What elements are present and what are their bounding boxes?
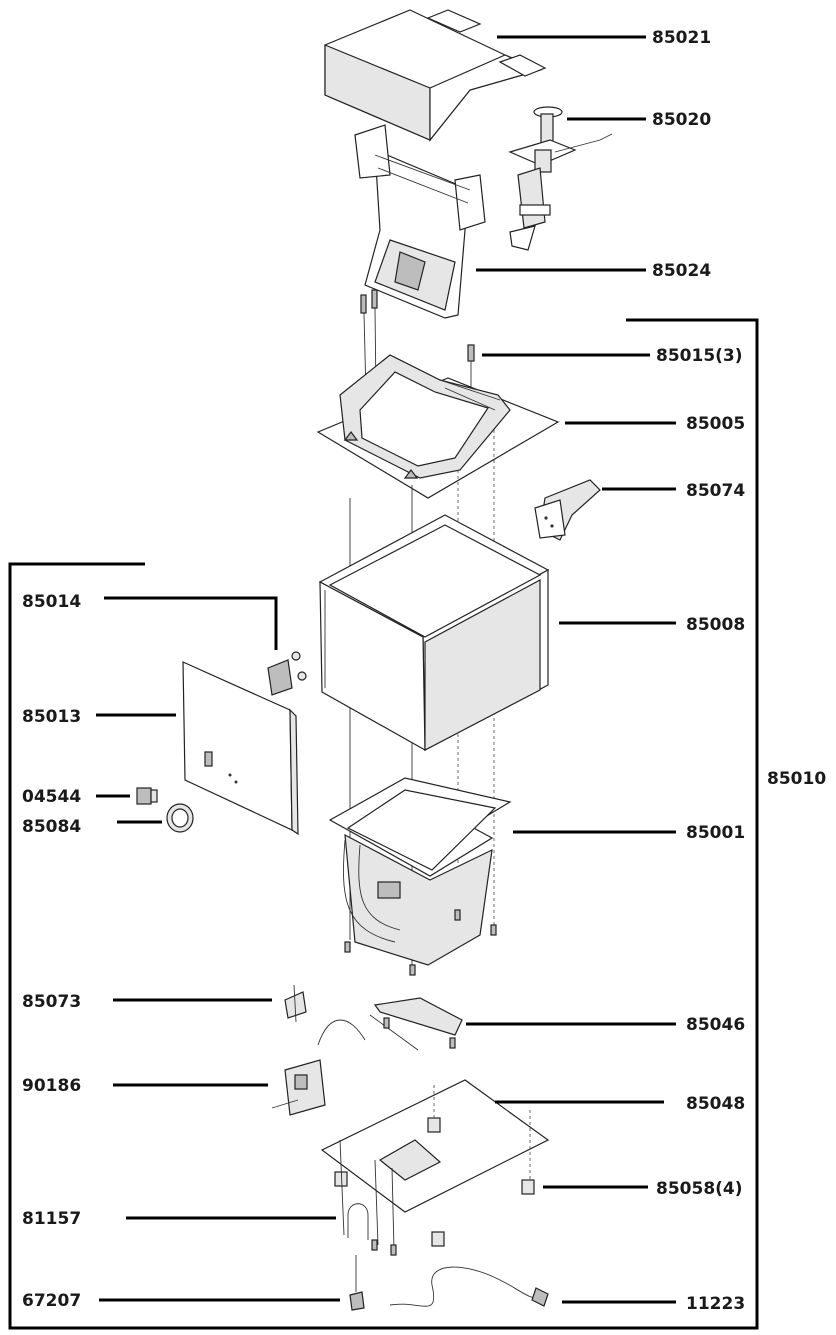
label-85048: 85048 [686,1094,745,1114]
bracket-right-drawing [534,479,601,541]
leader-85014 [104,596,278,650]
knob-drawing [166,803,194,833]
hopper-frame-drawing [354,124,486,319]
switch-block-drawing [267,651,307,696]
label-04544: 04544 [22,787,81,807]
element-bracket-drawing [369,997,463,1051]
label-85074: 85074 [686,481,745,501]
inner-bracket-frame [8,318,759,1330]
label-11223: 11223 [686,1294,745,1314]
front-panel-drawing [182,661,299,836]
rocker-switch-drawing [136,787,158,805]
label-67207: 67207 [22,1291,81,1311]
clip-drawing [284,984,307,1023]
label-85073: 85073 [22,992,81,1012]
heater-element-drawing [339,1139,397,1256]
label-85020: 85020 [652,110,711,130]
label-85001: 85001 [686,823,745,843]
label-85084: 85084 [22,817,81,837]
label-85058: 85058(4) [656,1179,743,1199]
label-85015: 85015(3) [656,346,743,366]
top-pan-drawing [316,354,560,499]
label-90186: 90186 [22,1076,81,1096]
well-drawing [328,777,512,976]
base-plate-drawing [320,1079,550,1247]
housing-drawing [318,514,550,752]
label-85013: 85013 [22,707,81,727]
strain-relief-drawing [349,1255,365,1311]
label-85024: 85024 [652,261,711,281]
power-cord-drawing [389,1266,549,1307]
label-81157: 81157 [22,1209,81,1229]
label-85014: 85014 [22,592,81,612]
top-cover-drawing [324,9,547,142]
pump-drawing [508,106,613,251]
label-85008: 85008 [686,615,745,635]
label-85021: 85021 [652,28,711,48]
label-85010: 85010 [767,769,826,789]
thermostat-drawing [271,1019,366,1116]
label-85046: 85046 [686,1015,745,1035]
label-85005: 85005 [686,414,745,434]
